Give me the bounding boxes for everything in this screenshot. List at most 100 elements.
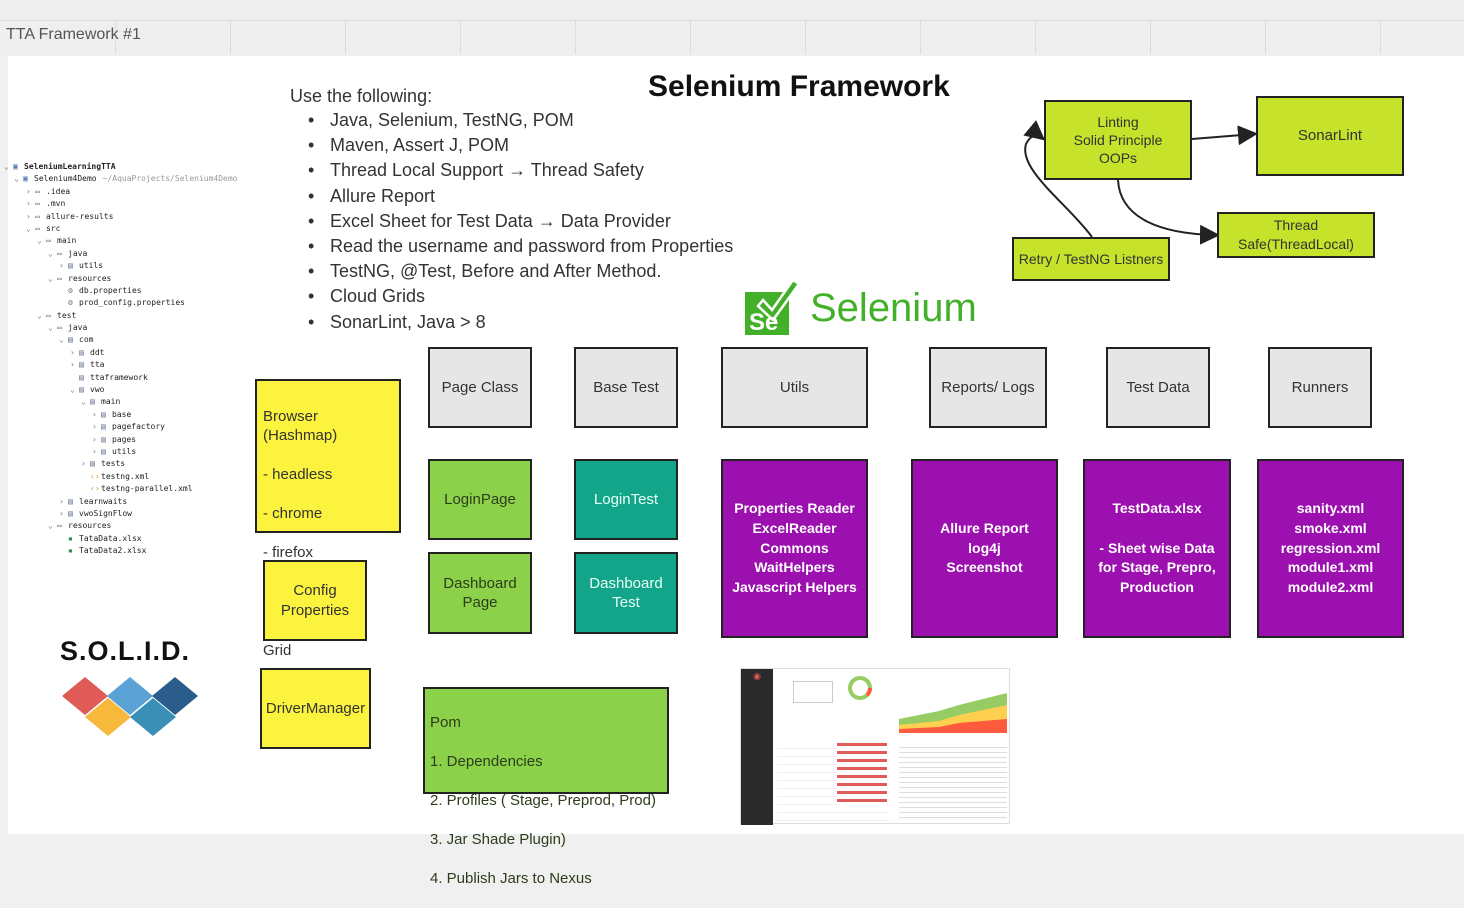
- thread-safe-box[interactable]: Thread Safe(ThreadLocal): [1217, 212, 1375, 258]
- package-icon: ▤: [101, 422, 106, 432]
- tree-item[interactable]: ⚙prod_config.properties: [4, 297, 254, 309]
- chevron-right-icon[interactable]: ›: [70, 360, 75, 370]
- browser-box[interactable]: Browser (Hashmap) - headless - chrome - …: [255, 379, 401, 698]
- tree-item[interactable]: ⌄▭resources: [4, 273, 254, 285]
- chevron-right-icon[interactable]: ›: [70, 347, 75, 357]
- dashboard-test-box[interactable]: Dashboard Test: [574, 552, 678, 634]
- chevron-right-icon[interactable]: ›: [92, 422, 97, 432]
- base-test-box[interactable]: Base Test: [574, 347, 678, 428]
- chevron-down-icon[interactable]: ⌄: [81, 397, 86, 407]
- tree-item[interactable]: ⌄▭src: [4, 223, 254, 235]
- tree-item[interactable]: ›▤pages: [4, 434, 254, 446]
- allure-trend-chart: [899, 693, 1007, 733]
- tree-item[interactable]: ⚙db.properties: [4, 285, 254, 297]
- tree-item-label: base: [112, 409, 132, 419]
- runners-box[interactable]: Runners: [1268, 347, 1372, 428]
- utils-box[interactable]: Utils: [721, 347, 868, 428]
- tree-item-label: com: [79, 335, 94, 345]
- solid-logo-text: S.O.L.I.D.: [60, 636, 191, 666]
- tree-item[interactable]: ›▤learnwaits: [4, 496, 254, 508]
- pom-box[interactable]: Pom 1. Dependencies 2. Profiles ( Stage,…: [423, 687, 669, 887]
- chevron-right-icon[interactable]: ›: [92, 434, 97, 444]
- chevron-down-icon[interactable]: ⌄: [70, 385, 75, 395]
- folder-icon: ▭: [35, 186, 40, 196]
- testdata-detail-box[interactable]: TestData.xlsx - Sheet wise Data for Stag…: [1083, 459, 1231, 638]
- tree-item[interactable]: ⌄▤vwo: [4, 384, 254, 396]
- chevron-down-icon[interactable]: ⌄: [48, 323, 53, 333]
- tree-item-label: resources: [68, 521, 112, 531]
- chevron-right-icon[interactable]: ›: [92, 409, 97, 419]
- tree-item[interactable]: ›▤utils: [4, 260, 254, 272]
- reports-logs-box[interactable]: Reports/ Logs: [929, 347, 1047, 428]
- tree-item[interactable]: ⌄▭test: [4, 310, 254, 322]
- chevron-right-icon[interactable]: ›: [26, 186, 31, 196]
- chevron-right-icon[interactable]: ›: [92, 446, 97, 456]
- chevron-down-icon[interactable]: ⌄: [59, 335, 64, 345]
- tree-item[interactable]: ▤ttaframework: [4, 372, 254, 384]
- tree-item[interactable]: ⌄▭java: [4, 322, 254, 334]
- board-header: TTA Framework #1: [0, 0, 1464, 54]
- chevron-right-icon[interactable]: ›: [26, 199, 31, 209]
- tree-item[interactable]: ▪TataData2.xlsx: [4, 545, 254, 557]
- tree-item[interactable]: ›▤pagefactory: [4, 421, 254, 433]
- xml-file-icon: ‹›: [90, 471, 100, 481]
- login-test-box[interactable]: LoginTest: [574, 459, 678, 540]
- chevron-down-icon[interactable]: ⌄: [26, 223, 31, 233]
- allure-sidebar: [741, 669, 773, 825]
- tree-item[interactable]: ›▤utils: [4, 446, 254, 458]
- test-data-box[interactable]: Test Data: [1106, 347, 1210, 428]
- chevron-down-icon[interactable]: ⌄: [48, 248, 53, 258]
- tree-item[interactable]: › ▭ .mvn: [4, 198, 254, 210]
- retry-listeners-box[interactable]: Retry / TestNG Listners: [1012, 237, 1170, 281]
- tree-item-label: vwo: [90, 385, 105, 395]
- tree-item[interactable]: ⌄ ▤ com: [4, 334, 254, 346]
- dashboard-page-box[interactable]: Dashboard Page: [428, 552, 532, 634]
- tree-item-label: src: [46, 223, 61, 233]
- driver-manager-box[interactable]: DriverManager: [260, 668, 371, 749]
- board-title[interactable]: TTA Framework #1: [6, 26, 141, 43]
- tree-item[interactable]: ⌄▭resources: [4, 520, 254, 532]
- page-class-box[interactable]: Page Class: [428, 347, 532, 428]
- sonarlint-box[interactable]: SonarLint: [1256, 96, 1404, 176]
- chevron-down-icon[interactable]: ⌄: [48, 521, 53, 531]
- linting-box[interactable]: Linting Solid Principle OOPs: [1044, 100, 1192, 180]
- tree-item[interactable]: ▪TataData.xlsx: [4, 533, 254, 545]
- list-item: - chrome: [263, 505, 323, 522]
- tree-item[interactable]: ‹›testng.xml: [4, 471, 254, 483]
- tree-item[interactable]: ⌄▭java: [4, 248, 254, 260]
- folder-icon: ▭: [35, 199, 40, 209]
- tree-item[interactable]: ⌄▭main: [4, 235, 254, 247]
- utils-detail-box[interactable]: Properties Reader ExcelReader Commons Wa…: [721, 459, 868, 638]
- chevron-right-icon[interactable]: ›: [59, 496, 64, 506]
- package-icon: ▤: [101, 446, 106, 456]
- header-gridline: [1265, 20, 1266, 54]
- tree-item[interactable]: ›▤vwoSignFlow: [4, 508, 254, 520]
- chevron-right-icon[interactable]: ›: [59, 261, 64, 271]
- chevron-down-icon[interactable]: ⌄: [37, 236, 42, 246]
- tree-item[interactable]: ›▤ddt: [4, 347, 254, 359]
- tree-rows: ›▭.idea›▭.mvn›▭allure-results⌄▭src⌄▭main…: [4, 186, 254, 558]
- tree-item[interactable]: ›▭.idea: [4, 186, 254, 198]
- chevron-down-icon[interactable]: ⌄: [37, 310, 42, 320]
- reports-detail-box[interactable]: Allure Report log4j Screenshot: [911, 459, 1058, 638]
- login-page-box[interactable]: LoginPage: [428, 459, 532, 540]
- runners-detail-box[interactable]: sanity.xml smoke.xml regression.xml modu…: [1257, 459, 1404, 638]
- chevron-right-icon[interactable]: ›: [26, 211, 31, 221]
- tree-item[interactable]: ›▤base: [4, 409, 254, 421]
- chevron-down-icon[interactable]: ⌄: [48, 273, 53, 283]
- tree-item[interactable]: ⌄▤main: [4, 396, 254, 408]
- tree-item[interactable]: ‹›testng-parallel.xml: [4, 483, 254, 495]
- browser-title: Browser (Hashmap): [263, 407, 338, 445]
- tree-item[interactable]: ›▤tests: [4, 458, 254, 470]
- package-icon: ▤: [68, 335, 73, 345]
- tree-module[interactable]: ⌄▣Selenium4Demo~/AquaProjects/Selenium4D…: [4, 173, 254, 185]
- config-properties-box[interactable]: Config Properties: [263, 560, 367, 641]
- package-icon: ▤: [79, 360, 84, 370]
- chevron-right-icon[interactable]: ›: [81, 459, 86, 469]
- tree-root[interactable]: ⌄▣SeleniumLearningTTA: [4, 161, 254, 173]
- properties-file-icon: ⚙: [68, 285, 73, 295]
- tree-item-label: .mvn: [46, 199, 66, 209]
- chevron-right-icon[interactable]: ›: [59, 508, 64, 518]
- tree-item[interactable]: ›▤tta: [4, 359, 254, 371]
- tree-item[interactable]: ›▭allure-results: [4, 211, 254, 223]
